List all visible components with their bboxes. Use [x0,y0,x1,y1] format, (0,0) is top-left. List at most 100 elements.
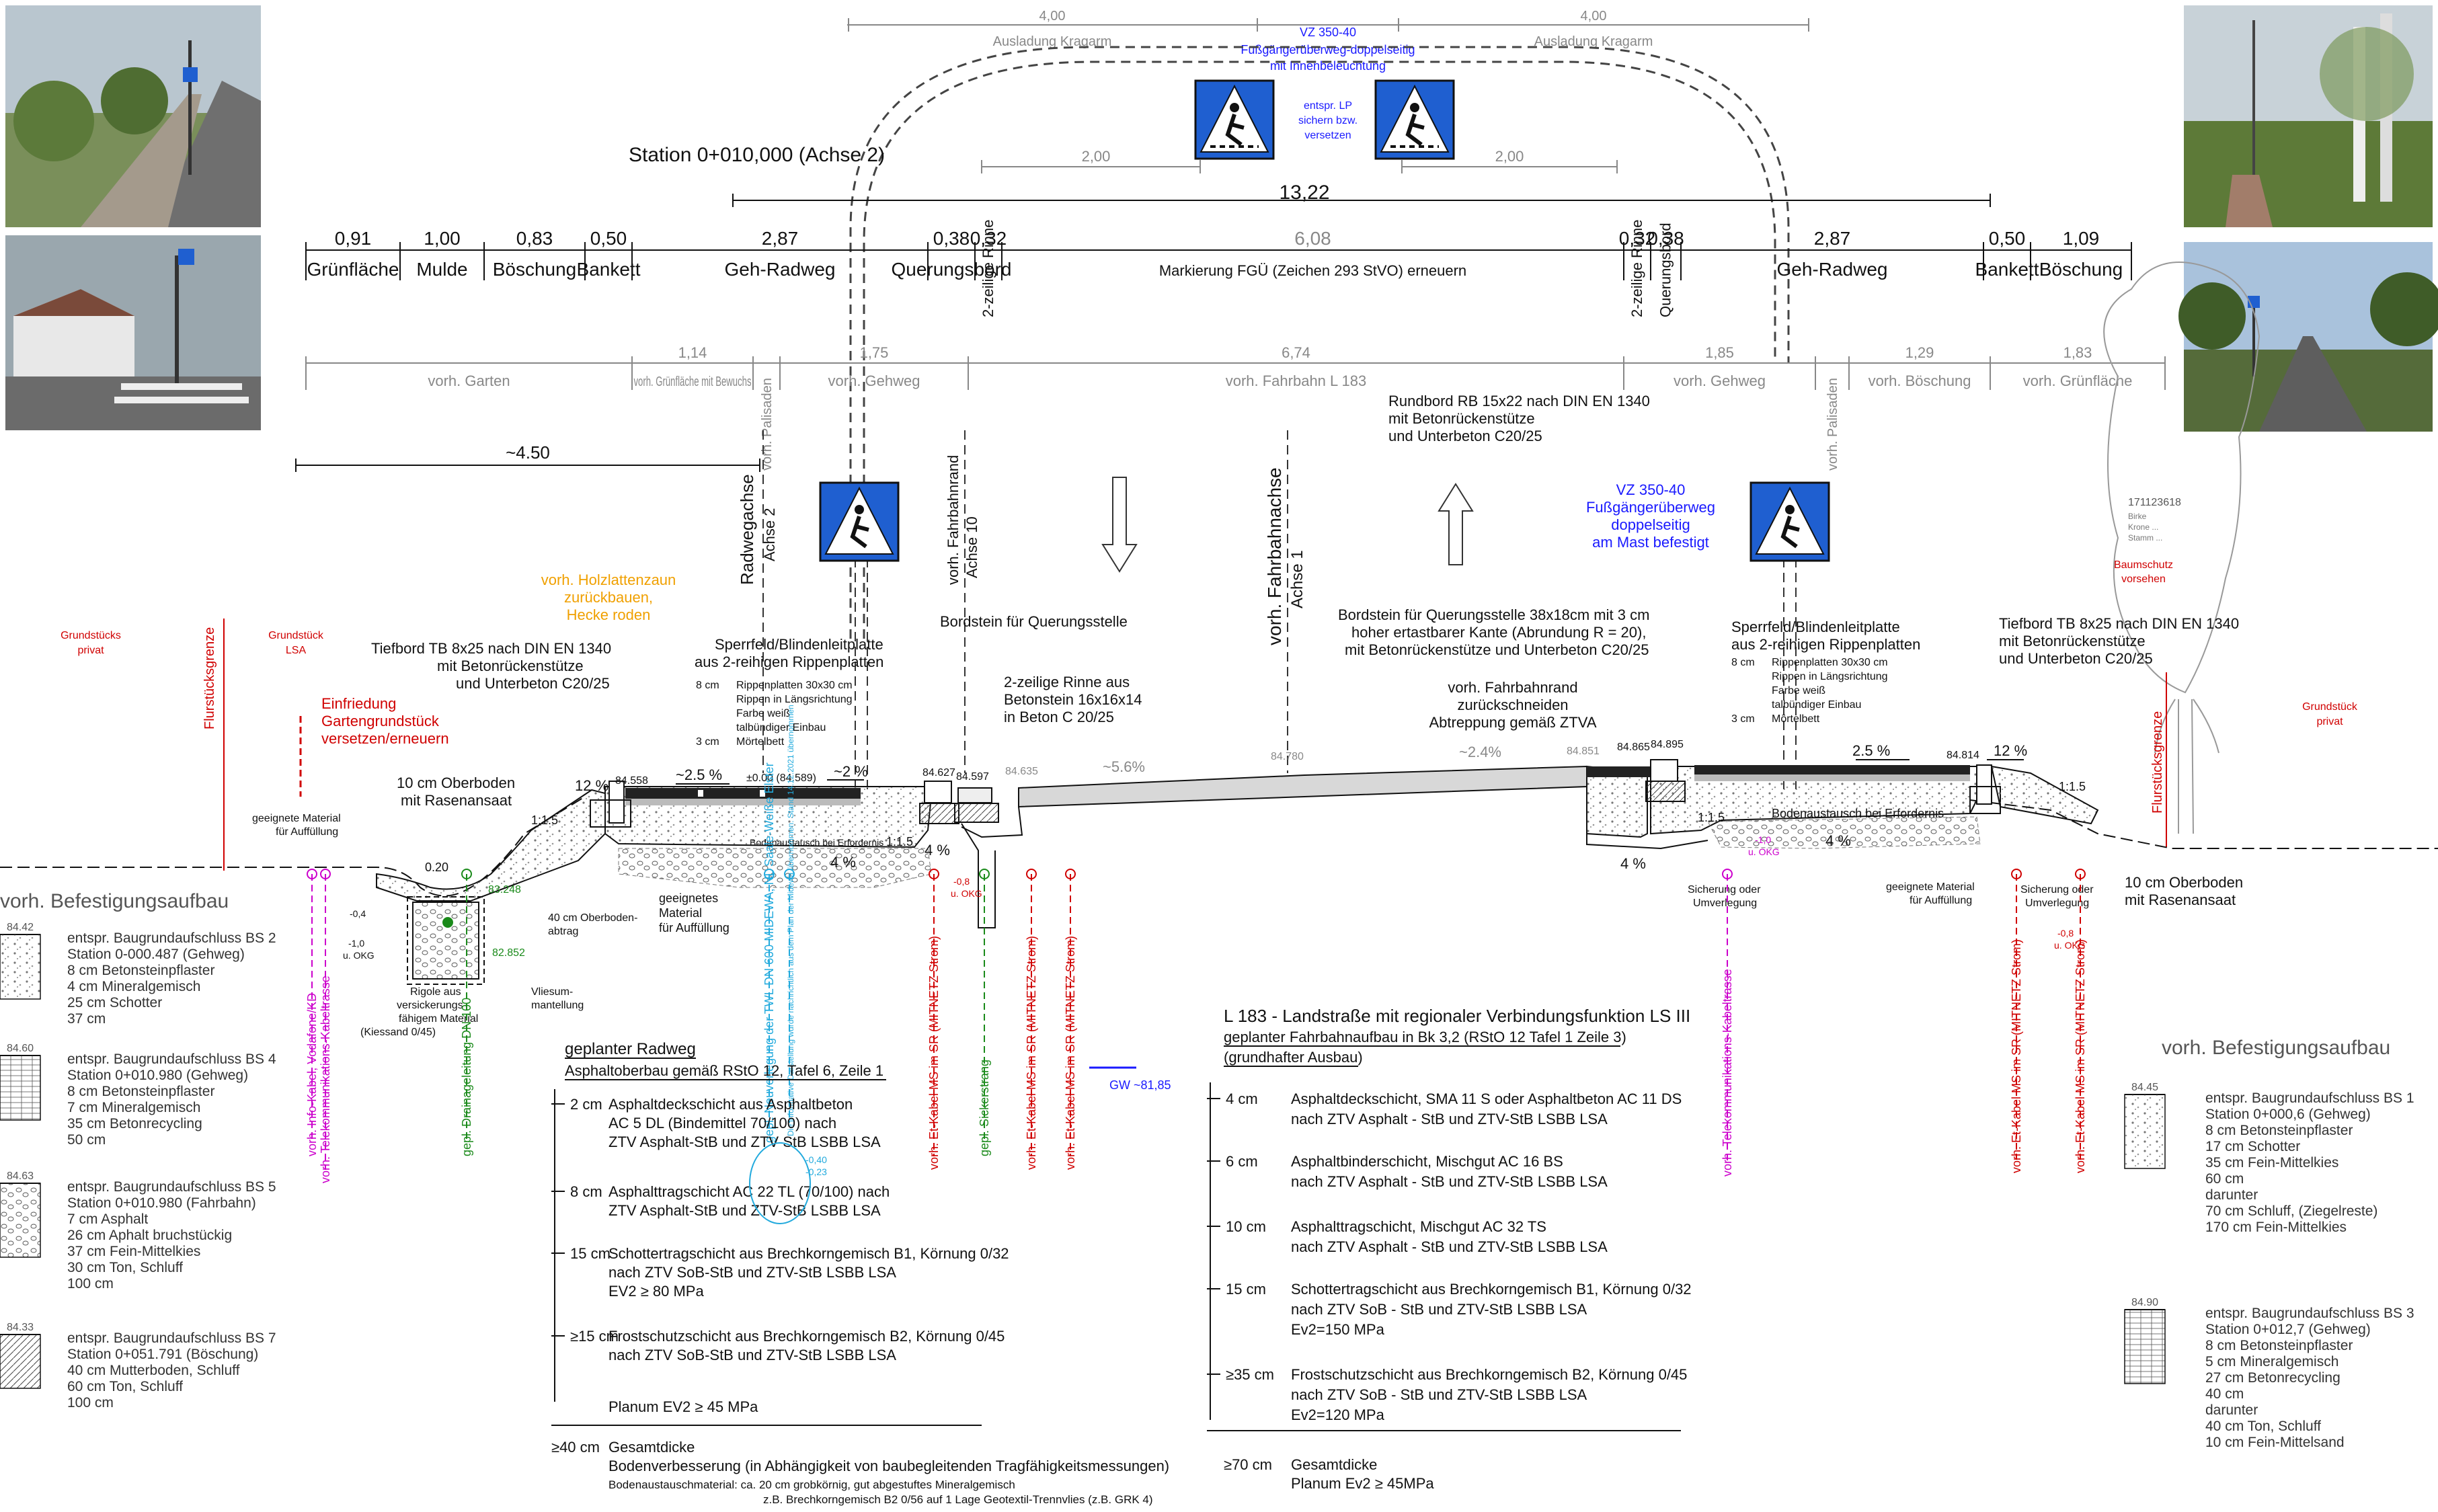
kragarm-left-value: 4,00 [1039,9,1066,24]
rippen-text: Rippenplatten 30x30 cm [1772,657,1888,668]
h-83248: 83.248 [488,884,521,896]
sperrfeld-left-1: Sperrfeld/Blindenleitplatte [715,636,883,653]
bs-line: entspr. Baugrundaufschluss BS 7 [67,1330,276,1346]
dim2-value: 1,14 [678,344,707,361]
bs-line: entspr. Baugrundaufschluss BS 3 [2205,1306,2414,1321]
axis-fahrbahnrand-2: Achse 10 [964,516,980,578]
axis-radweg-2: Achse 2 [761,508,778,562]
radweg-austausch: Bodenaustauschmaterial: ca. 20 cm grobkö… [608,1478,1015,1491]
dim1-value: 0,83 [516,228,553,249]
h-84780: 84.780 [1271,751,1304,762]
h-84558: 84.558 [615,775,648,787]
grundstueck-privat-left-1: Grundstücks [61,630,121,641]
h-82852: 82.852 [492,947,525,959]
dim2-label: vorh. Gehweg [1674,372,1766,389]
h-84627: 84.627 [922,767,955,779]
grundstueck-lsa-2: LSA [286,645,307,656]
radweg-bodenverb: Bodenverbesserung (in Abhängigkeit von b… [608,1458,1169,1474]
baumschutz-1: Baumschutz [2114,559,2173,571]
fahrbahn-layer-line: nach ZTV SoB - StB und ZTV-StB LSBB LSA [1291,1301,1587,1318]
grundstueck-lsa-1: Grundstück [268,630,324,641]
bs-line: 17 cm Schotter [2205,1139,2300,1154]
rippen-text: Rippen in Längsrichtung [1772,671,1888,682]
bs-line: darunter [2205,1402,2258,1418]
total-width: 13,22 [1279,182,1329,204]
bs-line: Station 0+012,7 (Gehweg) [2205,1322,2371,1337]
bs-line: 37 cm [67,1011,106,1027]
oberboden-abtrag-1: 40 cm Oberboden- [548,912,637,924]
rippen-text: talbündiger Einbau [1772,699,1861,711]
bordstein-querung: Bordstein für Querungsstelle [940,613,1128,630]
radweg-total-thick: ≥40 cm [551,1439,600,1456]
fahrbahn-layers-table: L 183 - Landstraße mit regionaler Verbin… [1207,1006,1692,1492]
fahrbahn-layer-line: Ev2=120 MPa [1291,1406,1385,1423]
radweg-layer-line: Schottertragschicht aus Brechkorngemisch… [608,1245,1009,1262]
vorh-befestigung-right: vorh. Befestigungsaufbau [2162,1037,2390,1059]
cable-label: Die informative Darstellung wurde nachri… [786,705,795,1136]
grundstueck-privat-right-1: Grundstück [2302,701,2358,713]
h-84851: 84.851 [1567,746,1600,757]
rippen-thick: 8 cm [696,680,719,691]
depth-marks: -1,0 u. OKG -0,4 -0,8 u. OKG -1,0 u. OKG… [343,834,2086,961]
dim1-label: Querungsbord [891,259,1011,280]
depth-6: -1,0 [1755,834,1771,845]
radweg-layer-line: ZTV Asphalt-StB und ZTV-StB LSBB LSA [608,1202,881,1219]
s-125d: 1:1.5 [1698,811,1725,824]
einfriedung-2: Gartengrundstück [321,713,440,729]
depth-5: u. OKG [951,888,982,899]
dim2-label: vorh. Garten [428,372,510,389]
fahrbahn-layer-line: nach ZTV SoB - StB und ZTV-StB LSBB LSA [1291,1386,1587,1403]
axis-radweg-1: Radwegachse [737,474,757,585]
radweg-layer-thick: 2 cm [570,1096,602,1113]
dim2-label: vorh. Palisaden [760,378,775,471]
cable-label: vorh. Et-Kabel MS im SR (MITNETZ Strom) [927,936,941,1170]
dim2-value: 1,83 [2063,344,2092,361]
fahrbahn-layer-line: nach ZTV Asphalt - StB und ZTV-StB LSBB … [1291,1173,1608,1190]
vz-right-4: am Mast befestigt [1592,534,1709,551]
signal-lp-line1: entspr. LP [1304,100,1352,112]
cable-label: gepl. Sickerstrang [978,1060,991,1156]
rippen-text: Farbe weiß [1772,685,1825,697]
dim1-label: Böschung [493,259,577,280]
bs-line: 7 cm Mineralgemisch [67,1100,200,1115]
radweg-subtitle: Asphaltoberbau gemäß RStO 12, Tafel 6, Z… [565,1062,883,1079]
bordstein-right-1: Bordstein für Querungsstelle 38x18cm mit… [1338,606,1649,623]
inner-dimensions [732,160,1991,207]
bordstein-right-3: mit Betonrückenstütze und Unterbeton C20… [1345,641,1649,658]
fahrbahn-layer-line: Ev2=150 MPa [1291,1321,1385,1338]
fahrbahn-layer-line: nach ZTV Asphalt - StB und ZTV-StB LSBB … [1291,1238,1608,1255]
fahrbahn-subtitle2: (grundhafter Ausbau) [1224,1049,1363,1066]
radweg-layer-line: EV2 ≥ 80 MPa [608,1283,704,1300]
dim1-value: 0,32 [1619,228,1656,249]
inner-dim-right: 2,00 [1495,148,1524,165]
bs-line: entspr. Baugrundaufschluss BS 2 [67,930,276,946]
p-25b: 2.5 % [1852,742,1890,759]
depth-3: -0,4 [350,908,366,919]
fahrbahnrand-right-1: vorh. Fahrbahnrand [1448,679,1577,696]
dim1-label: Markierung FGÜ (Zeichen 293 StVO) erneue… [1159,262,1466,279]
axis-fahrbahn-2: Achse 1 [1288,550,1306,608]
fahrbahn-total-thick: ≥70 cm [1224,1456,1272,1473]
einfriedung-3: versetzen/erneuern [321,730,449,747]
dim1-value: 0,91 [335,228,372,249]
geeignete-left-1: geeignete Material [252,813,341,824]
bs-line: 40 cm Mutterboden, Schluff [67,1363,240,1378]
dim2-label: vorh. Böschung [1869,372,1971,389]
fahrbahn-layer-line: Asphaltdeckschicht, SMA 11 S oder Asphal… [1291,1090,1682,1107]
oberboden-abtrag-2: abtrag [548,926,578,937]
bs-line: 4 cm Mineralgemisch [67,979,200,994]
cable-label: gepl. Drainageleitung DN 100 [460,998,473,1156]
arrow-down [1101,477,1138,573]
einfriedung-1: Einfriedung [321,695,396,712]
cable-label: vorh. Et-Kabel MS im SR (MITNETZ Strom) [1025,936,1038,1170]
s-125b: 1:1.5 [2059,780,2086,793]
cable-label: gepl. Neuverlegung der TWL DN 600 MIDEWA… [762,762,776,1143]
gantry-arch [849,46,1790,639]
dim2-label: vorh. Palisaden [1825,378,1840,471]
geeignetes-3: für Auffüllung [659,921,730,934]
dim2-value: 6,74 [1282,344,1310,361]
radweg-layer-line: nach ZTV SoB-StB und ZTV-StB LSBB LSA [608,1264,896,1281]
photo-top-right [2184,5,2433,227]
